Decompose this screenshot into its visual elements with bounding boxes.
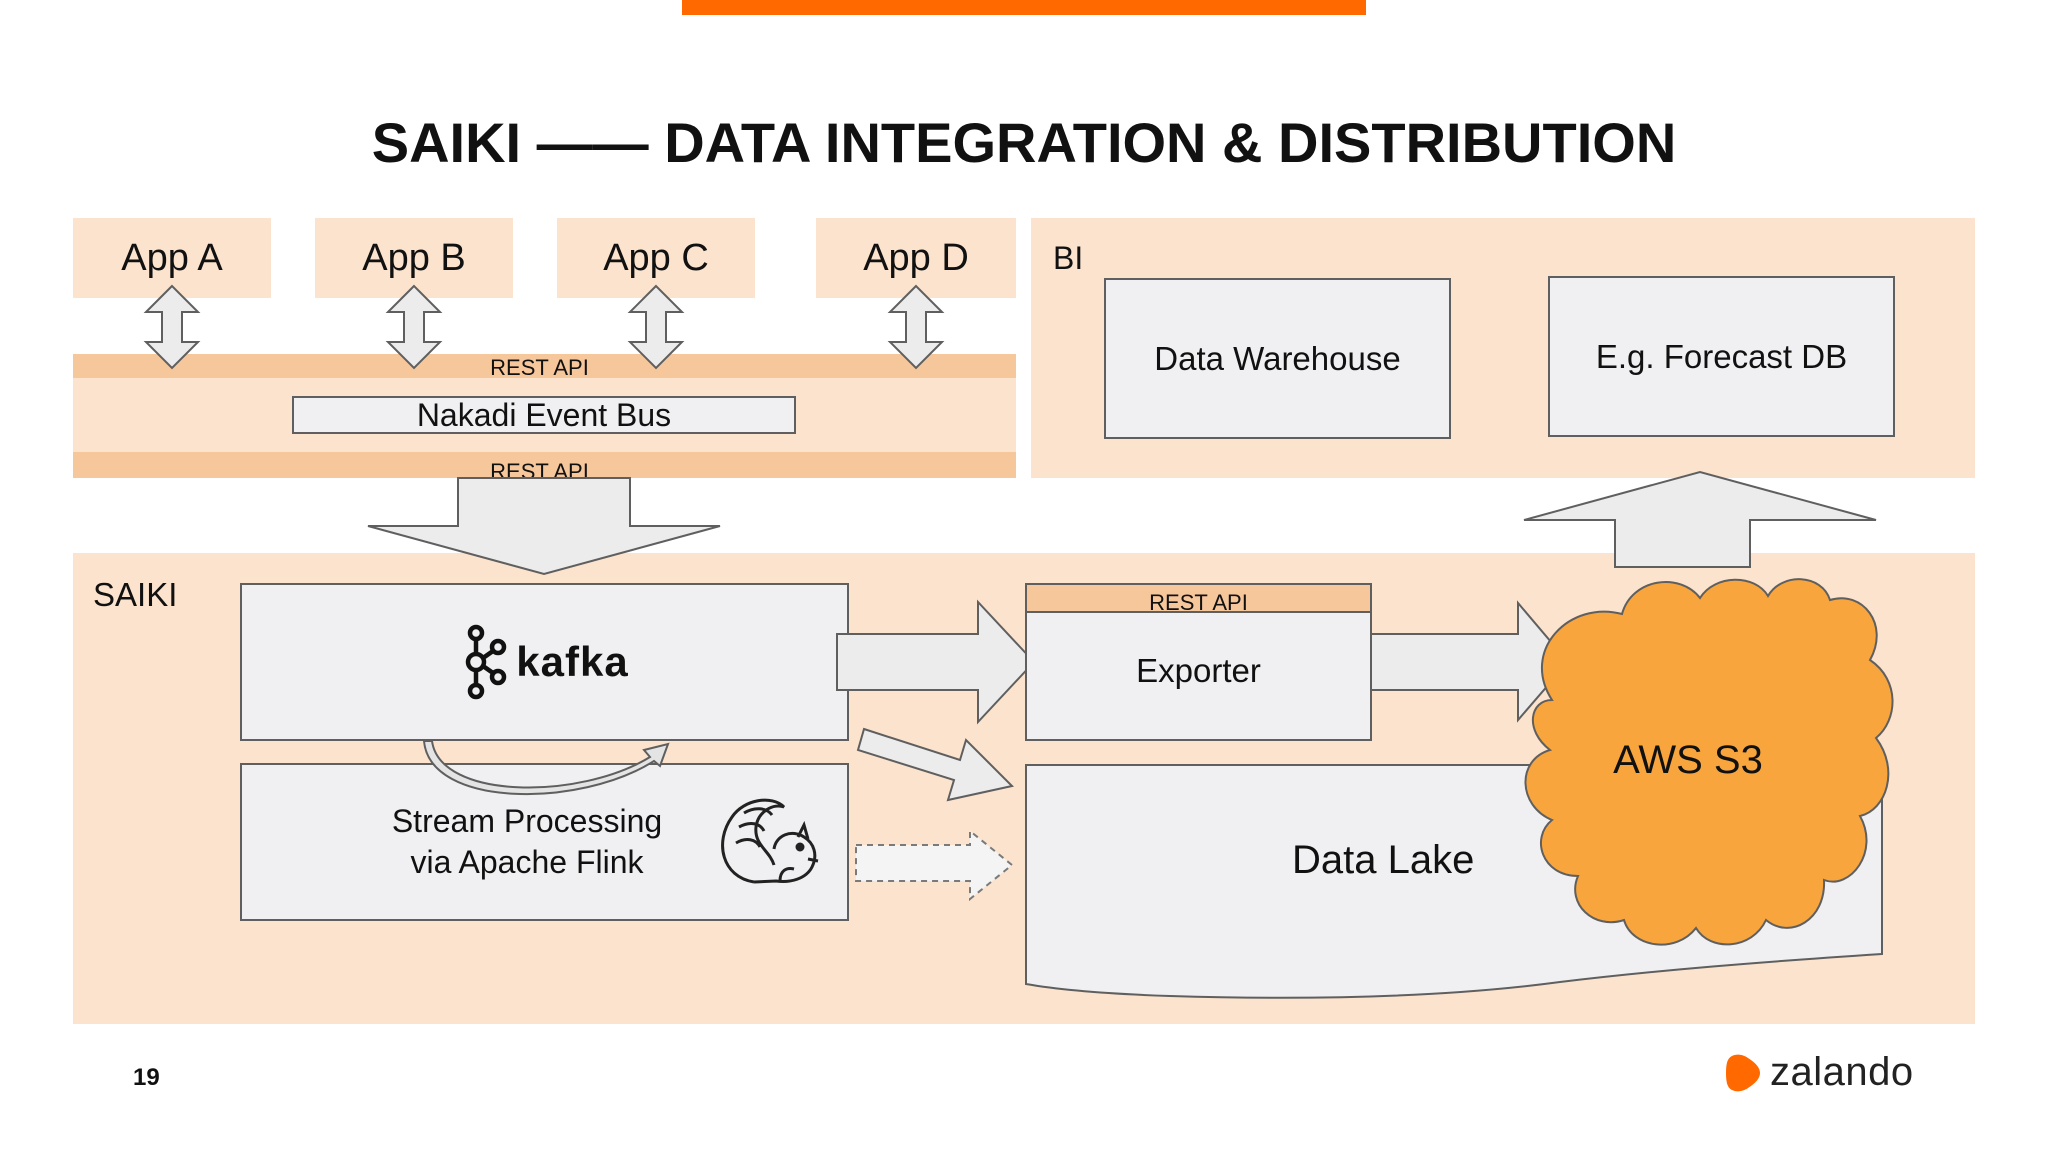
- nakadi-event-bus: Nakadi Event Bus: [292, 396, 796, 434]
- app-c-label: App C: [603, 236, 709, 279]
- rest-api-band-top: REST API: [73, 354, 1016, 380]
- double-arrow-icon: [143, 284, 201, 370]
- top-accent-bar: [682, 0, 1366, 15]
- down-arrow-icon: [367, 477, 721, 576]
- app-b-label: App B: [362, 236, 466, 279]
- slide-title: SAIKI —— DATA INTEGRATION & DISTRIBUTION: [371, 111, 1677, 174]
- aws-s3-label: AWS S3: [1613, 737, 1763, 782]
- kafka-logo-icon: [466, 624, 507, 700]
- zalando-logo-icon: [1726, 1054, 1760, 1091]
- app-a-label: App A: [121, 236, 223, 279]
- stream-processing-line1: Stream Processing: [391, 803, 663, 839]
- bi-label: BI: [1053, 240, 1084, 276]
- forecast-db-label: E.g. Forecast DB: [1595, 337, 1848, 375]
- zalando-logo: zalando: [1726, 1050, 1914, 1095]
- exporter-label: Exporter: [1136, 652, 1261, 689]
- right-arrow-icon: [836, 599, 1036, 725]
- double-arrow-icon: [887, 284, 945, 370]
- double-arrow-icon: [627, 284, 685, 370]
- app-c-box: App C: [557, 218, 755, 298]
- rest-api-band-bottom: REST API: [73, 452, 1016, 484]
- app-d-label: App D: [863, 236, 969, 279]
- zalando-wordmark: zalando: [1770, 1050, 1914, 1094]
- data-warehouse-label: Data Warehouse: [1154, 339, 1401, 377]
- exporter-rest-api-label: REST API: [1149, 590, 1248, 615]
- data-lake-label: Data Lake: [1292, 838, 1475, 882]
- rest-api-top-label: REST API: [490, 355, 589, 380]
- dashed-arrow-icon: [855, 828, 1014, 902]
- exporter-rest-api-band: REST API: [1025, 583, 1372, 615]
- right-arrow-icon: [1361, 600, 1570, 723]
- exporter-box: Exporter: [1025, 611, 1372, 741]
- stream-processing-line2: via Apache Flink: [410, 844, 644, 880]
- up-arrow-icon: [1523, 470, 1877, 568]
- kafka-box: kafka: [240, 583, 849, 741]
- page-number: 19: [133, 1064, 160, 1091]
- kafka-label: kafka: [516, 638, 629, 685]
- saiki-label: SAIKI: [93, 576, 178, 613]
- nakadi-event-bus-label: Nakadi Event Bus: [416, 396, 672, 433]
- forecast-db-box: E.g. Forecast DB: [1548, 276, 1895, 437]
- double-arrow-icon: [385, 284, 443, 370]
- diagonal-arrow-icon: [856, 727, 1015, 802]
- flink-squirrel-icon: [721, 798, 819, 884]
- data-warehouse-box: Data Warehouse: [1104, 278, 1451, 439]
